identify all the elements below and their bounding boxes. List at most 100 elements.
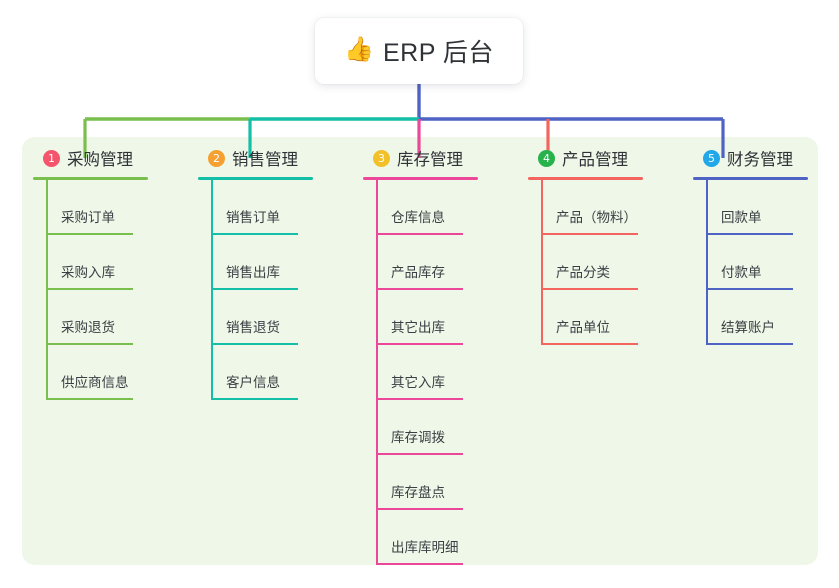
list-item[interactable]: 采购订单 bbox=[33, 180, 183, 235]
item-connector-stem bbox=[376, 400, 378, 455]
list-item[interactable]: 其它入库 bbox=[363, 345, 513, 400]
item-connector-stem bbox=[376, 510, 378, 565]
column-items: 回款单付款单结算账户 bbox=[693, 180, 833, 345]
list-item-label: 出库库明细 bbox=[391, 540, 459, 555]
root-node-erp[interactable]: 👍 ERP 后台 bbox=[315, 18, 523, 84]
item-connector-stem bbox=[706, 290, 708, 345]
list-item-label: 采购入库 bbox=[61, 265, 115, 280]
column-title: 采购管理 bbox=[67, 151, 133, 169]
item-connector-stem bbox=[46, 235, 48, 290]
list-item[interactable]: 库存调拨 bbox=[363, 400, 513, 455]
list-item-label: 采购退货 bbox=[61, 320, 115, 335]
list-item-label: 客户信息 bbox=[226, 375, 280, 390]
list-item-underline bbox=[707, 233, 793, 235]
list-item-underline bbox=[707, 343, 793, 345]
list-item[interactable]: 产品库存 bbox=[363, 235, 513, 290]
list-item-underline bbox=[542, 288, 638, 290]
list-item-underline bbox=[212, 288, 298, 290]
list-item[interactable]: 采购退货 bbox=[33, 290, 183, 345]
item-connector-stem bbox=[541, 290, 543, 345]
item-connector-stem bbox=[46, 180, 48, 235]
list-item-underline bbox=[542, 233, 638, 235]
list-item-underline bbox=[542, 343, 638, 345]
list-item-label: 销售订单 bbox=[226, 210, 280, 225]
list-item-label: 采购订单 bbox=[61, 210, 115, 225]
column-title: 销售管理 bbox=[232, 151, 298, 169]
item-connector-stem bbox=[706, 180, 708, 235]
list-item[interactable]: 产品单位 bbox=[528, 290, 678, 345]
list-item[interactable]: 供应商信息 bbox=[33, 345, 183, 400]
list-item-underline bbox=[377, 233, 463, 235]
list-item[interactable]: 客户信息 bbox=[198, 345, 348, 400]
column-badge-4: 4 bbox=[538, 149, 555, 167]
item-connector-stem bbox=[46, 290, 48, 345]
list-item-underline bbox=[212, 233, 298, 235]
item-connector-stem bbox=[211, 290, 213, 345]
list-item-underline bbox=[377, 343, 463, 345]
column-underline bbox=[33, 177, 148, 180]
item-connector-stem bbox=[211, 345, 213, 400]
list-item[interactable]: 回款单 bbox=[693, 180, 833, 235]
thumbs-up-icon: 👍 bbox=[344, 36, 374, 63]
column-title: 财务管理 bbox=[727, 151, 793, 169]
list-item-underline bbox=[47, 343, 133, 345]
list-item[interactable]: 出库库明细 bbox=[363, 510, 513, 565]
list-item-underline bbox=[47, 288, 133, 290]
column-badge-3: 3 bbox=[373, 149, 390, 167]
list-item[interactable]: 结算账户 bbox=[693, 290, 833, 345]
list-item-underline bbox=[377, 288, 463, 290]
column-items: 采购订单采购入库采购退货供应商信息 bbox=[33, 180, 183, 400]
list-item-label: 付款单 bbox=[721, 265, 762, 280]
list-item-label: 销售退货 bbox=[226, 320, 280, 335]
list-item[interactable]: 库存盘点 bbox=[363, 455, 513, 510]
column-items: 仓库信息产品库存其它出库其它入库库存调拨库存盘点出库库明细 bbox=[363, 180, 513, 565]
list-item-label: 仓库信息 bbox=[391, 210, 445, 225]
list-item-label: 回款单 bbox=[721, 210, 762, 225]
column-header-4[interactable]: 4 产品管理 bbox=[528, 146, 678, 170]
item-connector-stem bbox=[46, 345, 48, 400]
list-item-underline bbox=[212, 398, 298, 400]
column-title: 产品管理 bbox=[562, 151, 628, 169]
item-connector-stem bbox=[541, 180, 543, 235]
column-items: 产品（物料） 产品分类产品单位 bbox=[528, 180, 678, 345]
list-item-underline bbox=[377, 563, 463, 565]
item-connector-stem bbox=[376, 345, 378, 400]
column-underline bbox=[198, 177, 313, 180]
list-item-label: 产品（物料） bbox=[556, 210, 637, 225]
list-item[interactable]: 付款单 bbox=[693, 235, 833, 290]
list-item-label: 结算账户 bbox=[721, 320, 775, 335]
list-item-underline bbox=[212, 343, 298, 345]
list-item-underline bbox=[377, 508, 463, 510]
list-item[interactable]: 销售订单 bbox=[198, 180, 348, 235]
list-item[interactable]: 产品分类 bbox=[528, 235, 678, 290]
list-item[interactable]: 产品（物料） bbox=[528, 180, 678, 235]
list-item-underline bbox=[47, 233, 133, 235]
list-item-label: 供应商信息 bbox=[61, 375, 129, 390]
list-item-underline bbox=[707, 288, 793, 290]
item-connector-stem bbox=[376, 455, 378, 510]
list-item-underline bbox=[47, 398, 133, 400]
item-connector-stem bbox=[541, 235, 543, 290]
list-item[interactable]: 采购入库 bbox=[33, 235, 183, 290]
column-underline bbox=[693, 177, 808, 180]
column-header-2[interactable]: 2 销售管理 bbox=[198, 146, 348, 170]
column-badge-2: 2 bbox=[208, 149, 225, 167]
column-items: 销售订单销售出库销售退货客户信息 bbox=[198, 180, 348, 400]
list-item-label: 库存调拨 bbox=[391, 430, 445, 445]
list-item-label: 库存盘点 bbox=[391, 485, 445, 500]
item-connector-stem bbox=[376, 180, 378, 235]
column-2: 2 销售管理销售订单销售出库销售退货客户信息 bbox=[198, 146, 348, 400]
item-connector-stem bbox=[706, 235, 708, 290]
list-item-label: 产品单位 bbox=[556, 320, 610, 335]
list-item[interactable]: 其它出库 bbox=[363, 290, 513, 345]
column-underline bbox=[528, 177, 643, 180]
list-item[interactable]: 仓库信息 bbox=[363, 180, 513, 235]
list-item-label: 其它出库 bbox=[391, 320, 445, 335]
list-item[interactable]: 销售出库 bbox=[198, 235, 348, 290]
list-item[interactable]: 销售退货 bbox=[198, 290, 348, 345]
